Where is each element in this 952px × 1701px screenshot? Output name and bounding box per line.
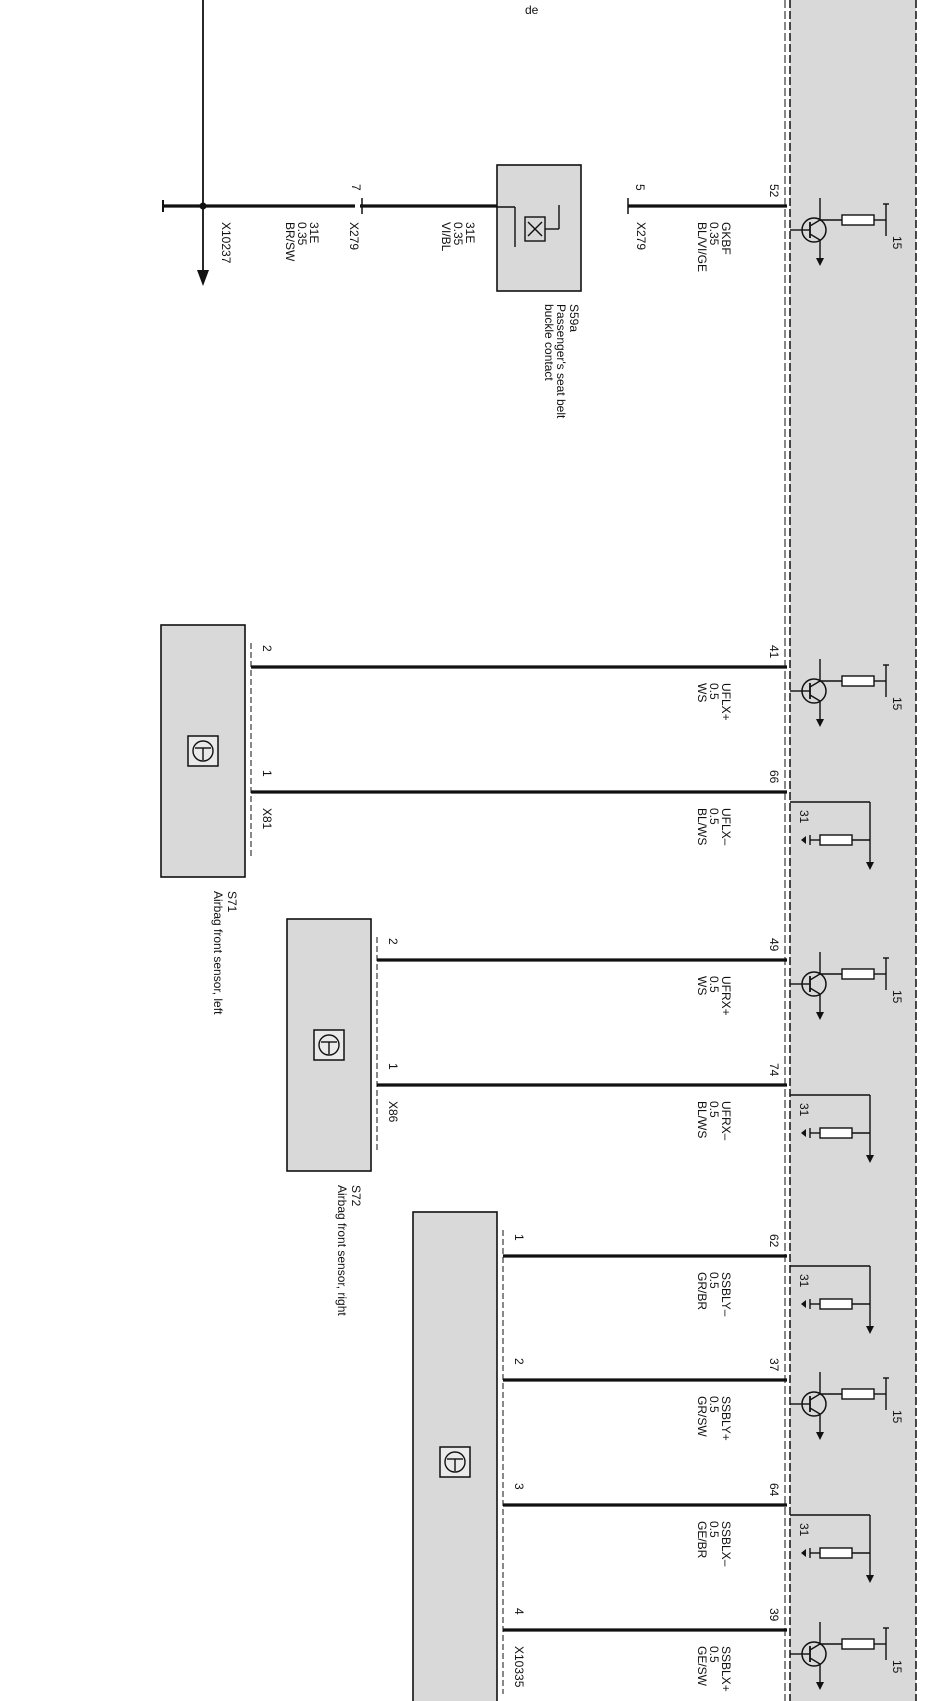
wire-gkbf-color: BL/VI/GE — [695, 222, 709, 272]
wire-mid-size: 0.35 — [451, 222, 465, 246]
wire-color: WS — [695, 976, 709, 995]
component-caption-1: Passenger's seat belt — [554, 304, 568, 419]
wire-size: 0.5 — [707, 1646, 721, 1663]
wire-size: 0.5 — [707, 1272, 721, 1289]
wire-name: SSBLX+ — [719, 1646, 733, 1692]
module-pin: 66 — [767, 770, 781, 784]
connector-name: X86 — [386, 1101, 400, 1123]
edge-text: de — [525, 3, 539, 17]
supply-ground-label: 31 — [797, 1103, 811, 1117]
wire-color: GE/BR — [695, 1521, 709, 1559]
wire-name: UFLX– — [719, 808, 733, 846]
wire-name: UFLX+ — [719, 683, 733, 721]
wire-color: BL/WS — [695, 808, 709, 845]
sensor-icon — [439, 1446, 471, 1478]
wire-color: GR/SW — [695, 1396, 709, 1437]
switch-x-icon — [497, 205, 560, 247]
wire-end-name: 31E — [307, 222, 321, 243]
sensor-icon — [313, 1029, 345, 1061]
wire-end-size: 0.35 — [295, 222, 309, 246]
connector-a-pin: 5 — [633, 184, 647, 191]
wire-size: 0.5 — [707, 1521, 721, 1538]
sensor-pin: 4 — [512, 1608, 526, 1615]
connector-b-pin: 7 — [349, 184, 363, 191]
module-pin: 74 — [767, 1063, 781, 1077]
wire-name: SSBLY+ — [719, 1396, 733, 1441]
sensor-pin: 1 — [386, 1063, 400, 1070]
top-circuit: 52 5 7 GKBF 0.35 BL/VI/GE X279 S59a Pass… — [162, 164, 904, 419]
module-pin: 49 — [767, 938, 781, 952]
junction-dot — [199, 202, 207, 210]
supply-ground-label: 31 — [797, 810, 811, 824]
sensor-pin: 1 — [260, 770, 274, 777]
module-pin: 37 — [767, 1358, 781, 1372]
module-pin: 39 — [767, 1608, 781, 1622]
component-code: S59a — [567, 304, 581, 332]
wire-mid-name: 31E — [463, 222, 477, 243]
sensor-box — [412, 1211, 498, 1701]
module-pin: 62 — [767, 1234, 781, 1248]
wire-gkbf-size: 0.35 — [707, 222, 721, 246]
wire-end-color: BR/SW — [283, 222, 297, 262]
supply-plus-label: 15 — [890, 236, 904, 250]
sensor-code: S72 — [349, 1185, 363, 1207]
wire-color: WS — [695, 683, 709, 702]
module-pin: 64 — [767, 1483, 781, 1497]
wire-size: 0.5 — [707, 1101, 721, 1118]
connector-a-name: X279 — [634, 222, 648, 250]
wire-name: UFRX– — [719, 1101, 733, 1141]
sensor-icon — [187, 735, 219, 767]
wire-color: GE/SW — [695, 1646, 709, 1687]
sensor-pin: 2 — [512, 1358, 526, 1365]
sensor-pin: 2 — [386, 938, 400, 945]
wire-size: 0.5 — [707, 976, 721, 993]
wire-name: SSBLY– — [719, 1272, 733, 1317]
wire-color: GR/BR — [695, 1272, 709, 1310]
control-module-body — [790, 0, 916, 1701]
wire-mid-color: VI/BL — [439, 222, 453, 252]
module-pin: 41 — [767, 645, 781, 659]
supply-ground-label: 31 — [797, 1523, 811, 1537]
component-caption-2: buckle contact — [542, 304, 556, 381]
wire-name: SSBLX– — [719, 1521, 733, 1567]
buckle-contact-box — [496, 164, 582, 292]
supply-plus-label: 15 — [890, 1660, 904, 1674]
supply-plus-label: 15 — [890, 1410, 904, 1424]
sensor-caption: Airbag front sensor, left — [211, 891, 225, 1015]
module-pin-52: 52 — [767, 184, 781, 198]
sensor-pin: 1 — [512, 1234, 526, 1241]
wire-name: UFRX+ — [719, 976, 733, 1016]
connector-name: X10335 — [512, 1646, 526, 1688]
wire-size: 0.5 — [707, 808, 721, 825]
sensor-code: S71 — [225, 891, 239, 913]
wire-size: 0.5 — [707, 1396, 721, 1413]
sensor-caption: Airbag front sensor, right — [335, 1185, 349, 1316]
connector-name: X81 — [260, 808, 274, 830]
supply-plus-label: 15 — [890, 697, 904, 711]
supply-plus-label: 15 — [890, 990, 904, 1004]
supply-ground-label: 31 — [797, 1274, 811, 1288]
ground-arrow-icon — [197, 270, 209, 286]
ground-connector-name: X10237 — [219, 222, 233, 264]
wire-color: BL/WS — [695, 1101, 709, 1138]
sensor-pin: 3 — [512, 1483, 526, 1490]
sensor-pin: 2 — [260, 645, 274, 652]
wire-gkbf-name: GKBF — [719, 222, 733, 255]
connector-b-name: X279 — [347, 222, 361, 250]
wire-size: 0.5 — [707, 683, 721, 700]
